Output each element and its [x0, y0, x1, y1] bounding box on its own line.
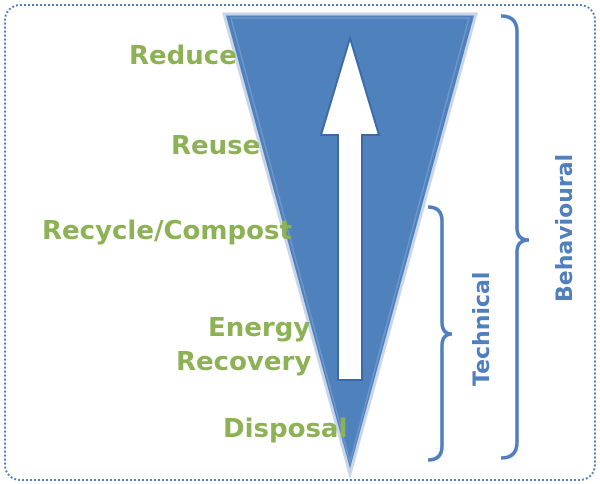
label-reuse: Reuse	[171, 131, 261, 161]
label-behavioural: Behavioural	[553, 153, 578, 302]
label-reduce: Reduce	[129, 41, 237, 71]
dotted-frame	[4, 4, 596, 481]
technical-bracket	[427, 205, 453, 462]
label-disposal: Disposal	[223, 414, 348, 444]
triangle-inner-outline	[230, 17, 470, 465]
behavioural-bracket	[500, 14, 530, 460]
label-energy: Energy	[208, 313, 311, 343]
upward-arrow-icon	[319, 34, 381, 381]
label-recycle-compost: Recycle/Compost	[42, 216, 292, 246]
label-recovery: Recovery	[176, 347, 312, 377]
label-technical: Technical	[470, 271, 495, 386]
